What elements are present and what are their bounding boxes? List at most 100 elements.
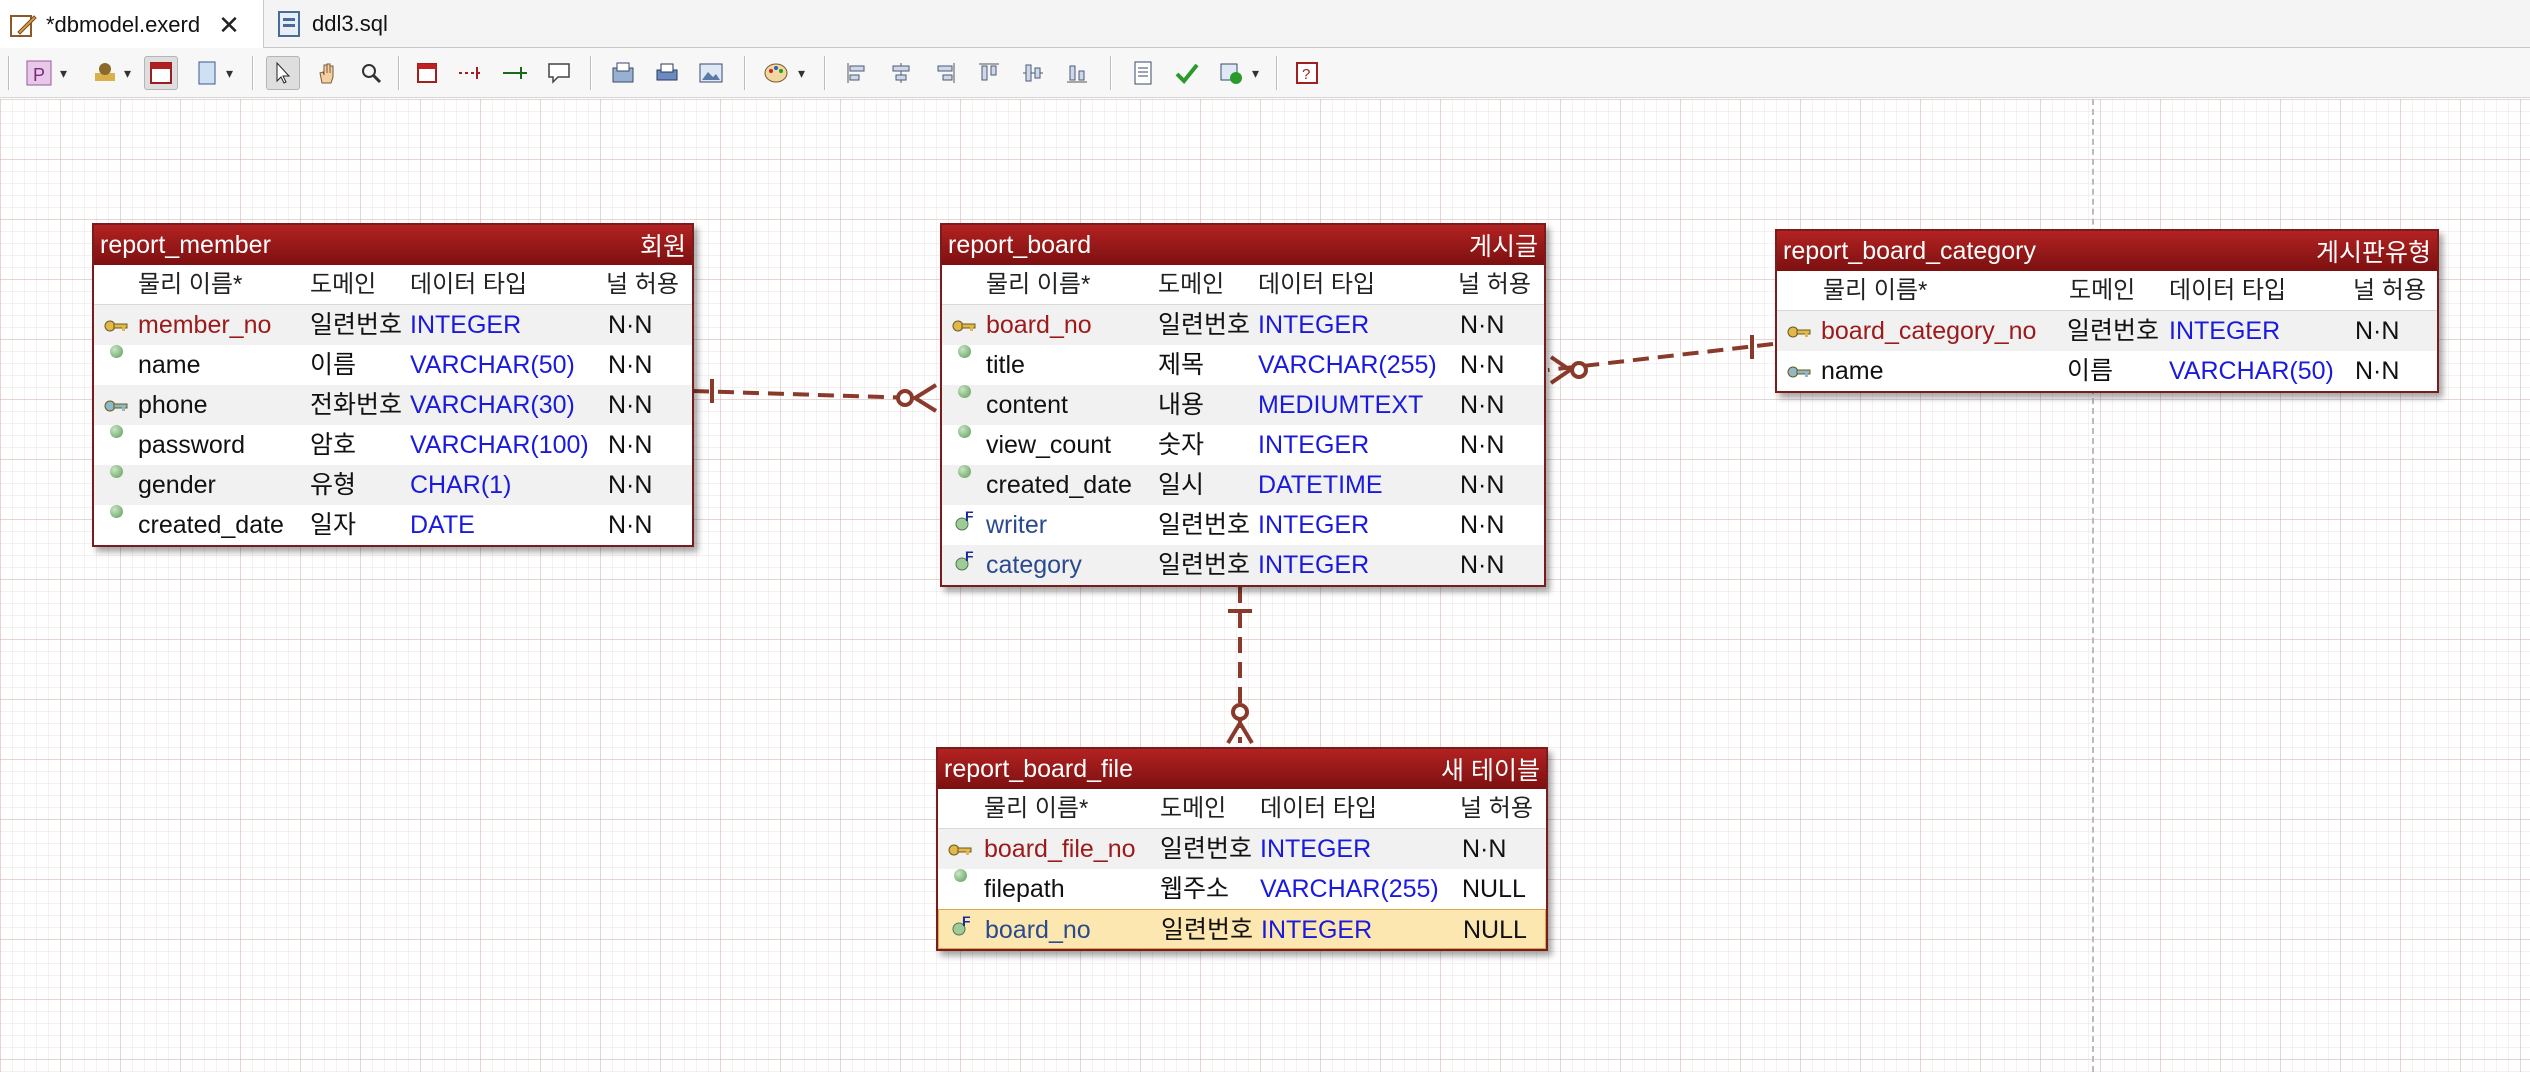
tab-label: *dbmodel.exerd [46, 11, 201, 37]
note-icon[interactable] [542, 56, 576, 90]
entity-logical-name: 회원 [639, 233, 686, 261]
ddl-icon[interactable] [1126, 56, 1160, 90]
hand-pan-icon[interactable] [310, 56, 344, 90]
image-icon[interactable] [694, 56, 728, 90]
attribute-datatype: INTEGER [1258, 311, 1370, 339]
table-icon[interactable] [410, 56, 444, 90]
align-right-icon[interactable] [928, 56, 962, 90]
align-top-icon[interactable] [972, 56, 1006, 90]
sync-icon[interactable] [1214, 56, 1248, 90]
attribute-datatype: INTEGER [1260, 835, 1372, 863]
attribute-datatype: CHAR(1) [410, 471, 512, 499]
attribute-nullable: N·N [608, 391, 653, 419]
attribute-domain: 제목 [1158, 351, 1205, 379]
attribute-domain: 전화번호 [310, 391, 403, 419]
relation-nonidentify-icon[interactable] [454, 56, 488, 90]
page-icon[interactable]: P [22, 56, 56, 90]
entity-report-board-file[interactable]: report_board_file 새 테이블 물리 이름* 도메인 데이터 타… [936, 747, 1548, 951]
help-icon[interactable]: ? [1290, 56, 1324, 90]
entity-report-member[interactable]: report_member 회원 물리 이름* 도메인 데이터 타입 널 허용 … [92, 223, 694, 547]
relation-member-board [692, 389, 916, 400]
align-left-icon[interactable] [840, 56, 874, 90]
attribute-domain: 웹주소 [1160, 875, 1230, 903]
col-header-datatype: 데이터 타입 [410, 271, 528, 298]
check-icon[interactable] [1170, 56, 1204, 90]
document-icon[interactable] [190, 56, 224, 90]
attribute-nullable: N·N [608, 511, 653, 539]
select-pointer-icon[interactable] [266, 56, 300, 90]
attribute-nullable: N·N [1460, 551, 1505, 579]
entity-logical-name: 게시판유형 [2315, 239, 2431, 267]
attribute-icon [958, 385, 971, 398]
close-icon[interactable]: ✕ [218, 9, 240, 40]
entity-report-board[interactable]: report_board 게시글 물리 이름* 도메인 데이터 타입 널 허용 … [940, 223, 1546, 587]
attribute-name: created_date [138, 511, 284, 539]
attribute-icon [110, 465, 123, 478]
entity-physical-name: report_member [100, 230, 271, 259]
attribute-icon [110, 345, 123, 358]
attribute-nullable: N·N [1460, 351, 1505, 379]
align-middle-icon[interactable] [1016, 56, 1050, 90]
attribute-datatype: DATE [410, 511, 475, 539]
col-header-nullable: 널 허용 [1458, 271, 1531, 298]
attribute-name: name [1821, 357, 1884, 385]
attribute-domain: 일련번호 [1161, 916, 1254, 944]
diagram-canvas[interactable]: report_member 회원 물리 이름* 도메인 데이터 타입 널 허용 … [0, 99, 2530, 1072]
attribute-name: name [138, 351, 201, 379]
entity-report-board-category[interactable]: report_board_category 게시판유형 물리 이름* 도메인 데… [1775, 229, 2439, 393]
align-center-icon[interactable] [884, 56, 918, 90]
export-icon[interactable] [606, 56, 640, 90]
col-header-domain: 도메인 [1158, 271, 1225, 298]
attribute-name: board_no [986, 311, 1092, 339]
relation-identify-icon[interactable] [498, 56, 532, 90]
attribute-name: board_file_no [984, 835, 1136, 863]
entity-logical-name: 새 테이블 [1441, 757, 1540, 785]
table-view-icon[interactable] [144, 56, 178, 90]
tab-ddl3[interactable]: ddl3.sql [266, 0, 426, 48]
attribute-nullable: N·N [1460, 431, 1505, 459]
palette-icon[interactable] [760, 56, 794, 90]
col-header-physical: 물리 이름* [138, 271, 243, 298]
sql-file-icon [278, 11, 300, 37]
attribute-nullable: N·N [2355, 357, 2400, 385]
attribute-name: gender [138, 471, 216, 499]
attribute-domain: 일련번호 [1158, 511, 1251, 539]
attribute-nullable: NULL [1463, 916, 1527, 944]
tab-dbmodel[interactable]: *dbmodel.exerd ✕ [0, 0, 264, 49]
attribute-name: created_date [986, 471, 1132, 499]
svg-text:P: P [33, 65, 45, 85]
attribute-icon [958, 465, 971, 478]
attribute-datatype: VARCHAR(30) [410, 391, 575, 419]
attribute-domain: 이름 [2067, 357, 2114, 385]
entity-style-icon[interactable] [88, 56, 122, 90]
zoom-icon[interactable] [354, 56, 388, 90]
primary-key-icon [948, 829, 972, 856]
attribute-icon [110, 425, 123, 438]
entity-physical-name: report_board_file [944, 754, 1134, 783]
attribute-datatype: INTEGER [1258, 431, 1370, 459]
attribute-datatype: MEDIUMTEXT [1258, 391, 1424, 419]
attribute-icon [954, 869, 967, 882]
print-icon[interactable] [650, 56, 684, 90]
relationship-lines [692, 335, 1774, 745]
attribute-icon [110, 505, 123, 518]
align-bottom-icon[interactable] [1060, 56, 1094, 90]
